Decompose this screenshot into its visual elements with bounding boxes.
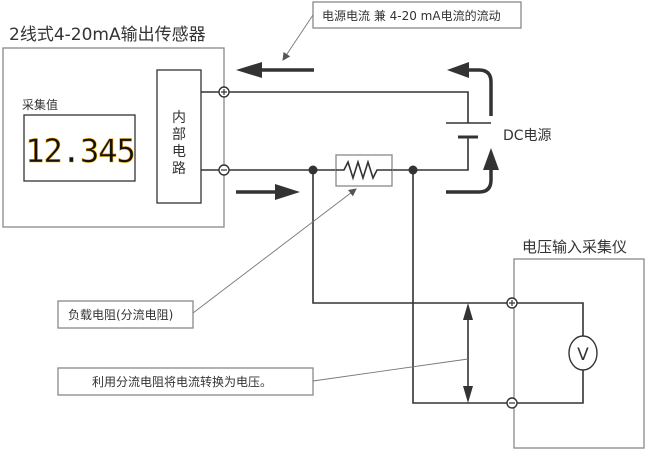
char: 电 [172,144,186,160]
voltmeter-symbol: V [577,345,589,365]
callout-leader [192,188,357,314]
char: 内 [172,110,186,126]
internal-circuit-label: 内 部 电 路 [172,110,186,177]
sensor-title: 2线式4-20mA输出传感器 [9,25,206,45]
positive-wire [201,91,469,123]
resistor-icon [336,159,392,181]
current-flow-callout-box [312,1,522,29]
load-resistor-callout-box [57,300,194,329]
collector-title: 电压输入采集仪 [522,238,627,256]
meter-wire [517,302,584,404]
current-arrow-right [236,184,300,200]
callout-leader [312,358,469,382]
voltmeter-icon [568,335,598,371]
current-arrow-curved-up [446,148,499,194]
negative-wire [201,137,469,171]
collector-plus-terminal [506,297,518,309]
sensor-minus-terminal [218,164,230,176]
dc-power-label: DC电源 [503,128,552,144]
collector-minus-wire [412,170,507,404]
current-arrow-curved-up-left [447,62,493,116]
internal-circuit-box [156,69,202,204]
shunt-note-callout: 利用分流电阻将电流转换为电压。 [92,374,272,389]
collector-minus-terminal [506,397,518,409]
voltage-double-arrow [463,303,473,403]
value-label: 采集值 [22,97,58,112]
sensor-plus-terminal [218,86,230,98]
callout-leader [282,14,314,61]
shunt-note-callout-box [57,367,314,396]
current-flow-callout: 电源电流 兼 4-20 mA电流的流动 [322,8,501,23]
char: 路 [172,161,186,177]
display-value: 12.345 [25,132,135,170]
collector-plus-wire [312,170,507,304]
display-box [23,114,136,182]
load-resistor-callout: 负载电阻(分流电阻) [68,308,173,322]
current-arrow-left [236,62,314,78]
char: 部 [172,127,186,143]
